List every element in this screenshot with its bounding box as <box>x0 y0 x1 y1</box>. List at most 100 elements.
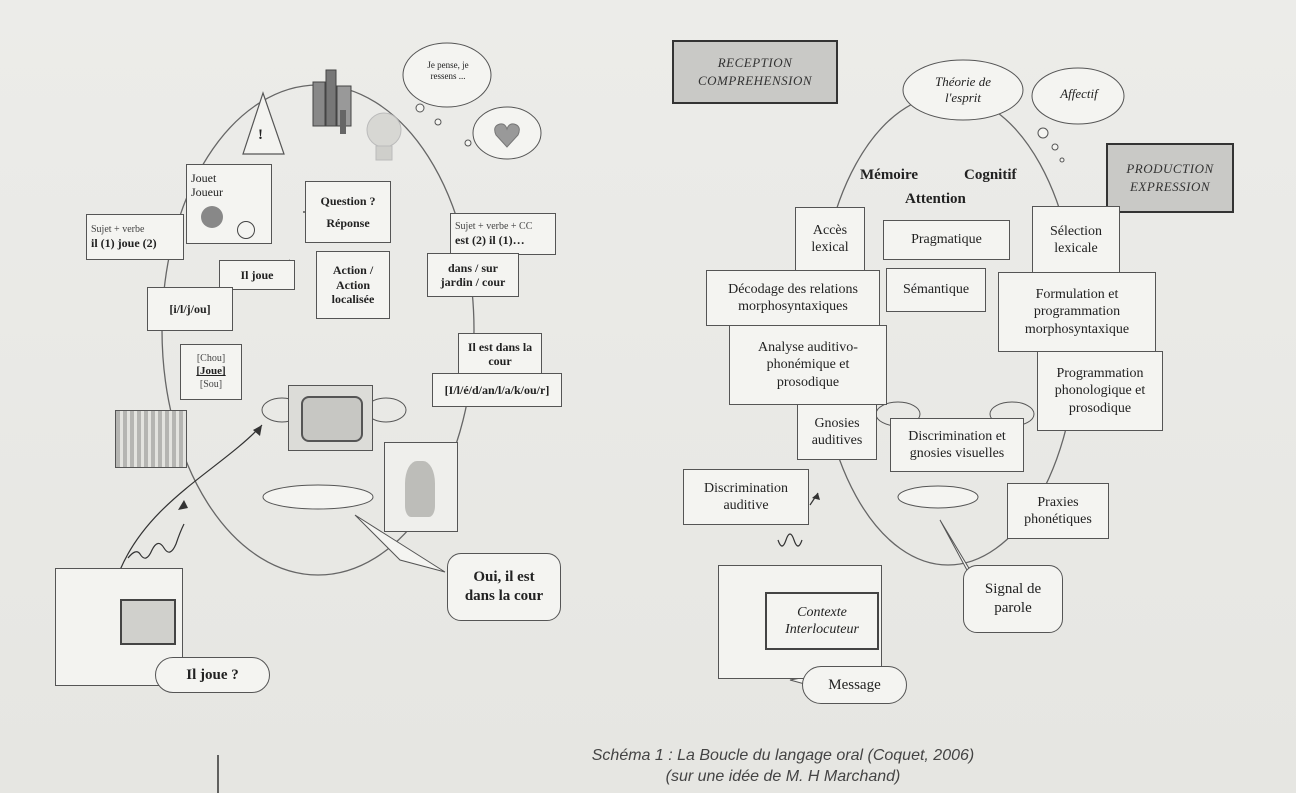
message-bubble-text: Message <box>828 676 881 693</box>
theory-cloud-icon <box>902 59 1024 121</box>
discrimination-visuelles-box: Discrimination et gnosies visuelles <box>890 418 1024 472</box>
production-label: PRODUCTION EXPRESSION <box>1126 161 1214 194</box>
phonemes-label: [i/l/j/ou] <box>169 301 211 316</box>
thought-cloud-icon <box>402 42 492 126</box>
decodage-box: Décodage des relations morphosyntaxiques <box>706 270 880 326</box>
sound-wave-left <box>127 523 185 559</box>
syllables-box: [Chou] [Joue] [Sou] <box>180 344 242 400</box>
affectif-cloud-text: Affectif <box>1060 86 1098 101</box>
phonemes2-box: [I/l/é/d/an/l/a/k/ou/r] <box>432 373 562 407</box>
analyse-box: Analyse auditivo-phonémique et prosodiqu… <box>729 325 887 405</box>
jouet-box: Jouet Joueur <box>186 164 272 244</box>
jardin-cour-label: jardin / cour <box>440 275 506 289</box>
question-label: Question ? <box>320 193 376 208</box>
ball-icon <box>201 206 223 228</box>
signal-bubble: Signal de parole <box>963 565 1063 633</box>
alert-mark: ! <box>258 127 263 143</box>
scv-cc-box: Sujet + verbe + CC est (2) il (1)… <box>450 213 556 255</box>
gnosies-auditives-label: Gnosies auditives <box>811 415 863 449</box>
discrimination-visuelles-label: Discrimination et gnosies visuelles <box>908 428 1006 462</box>
joue-selected-label: [Joue] <box>196 365 226 378</box>
vocal-tract-icon <box>384 442 458 532</box>
bubble-tail-answer <box>354 514 446 573</box>
memoire-label: Mémoire <box>860 167 919 183</box>
phonemes2-label: [I/l/é/d/an/l/a/k/ou/r] <box>444 382 550 397</box>
programmation-label: Programmation phonologique et prosodique <box>1054 365 1146 416</box>
praxies-label: Praxies phonétiques <box>1024 494 1092 528</box>
action-label-3: localisée <box>331 292 375 307</box>
question-bubble: Il joue ? <box>155 657 270 693</box>
eye-ellipse-right <box>897 485 979 509</box>
chou-label: [Chou] <box>196 353 226 365</box>
contexte-label: Contexte <box>797 604 847 620</box>
mouth-picture-icon <box>288 385 373 451</box>
message-bubble: Message <box>802 666 907 704</box>
decodage-label: Décodage des relations morphosyntaxiques <box>728 281 858 315</box>
answer-bubble-text: Oui, il est dans la cour <box>464 568 544 605</box>
heart-cloud-icon <box>464 106 542 160</box>
eye-ellipse-left <box>262 484 374 510</box>
attention-label: Attention <box>905 191 966 207</box>
sound-wave-right <box>777 533 803 547</box>
action-label-2: Action <box>336 277 370 292</box>
est-il-label: est (2) il (1)… <box>455 232 525 247</box>
child-picture-frame <box>55 568 183 686</box>
sou-label: [Sou] <box>199 378 223 390</box>
il-joue-box-label: Il joue <box>240 267 274 282</box>
question-bubble-text: Il joue ? <box>186 666 239 683</box>
scv-cc-label: Sujet + verbe + CC <box>455 220 533 232</box>
city-icon <box>312 69 352 134</box>
programmation-box: Programmation phonologique et prosodique <box>1037 351 1163 431</box>
il-joue-box: Il joue <box>219 260 295 290</box>
phonemes-box: [i/l/j/ou] <box>147 287 233 331</box>
il-est-label-1: Il est dans la <box>467 339 533 354</box>
discrimination-auditive-box: Discrimination auditive <box>683 469 809 525</box>
lightbulb-icon <box>366 112 402 161</box>
acces-lexical-label: Accès lexical <box>811 222 849 256</box>
thought-cloud-text: Je pense, je ressens ... <box>427 60 469 82</box>
affect-cloud-icon <box>1031 67 1125 163</box>
selection-lexicale-label: Sélection lexicale <box>1049 223 1103 257</box>
formulation-box: Formulation et programmation morphosynta… <box>998 272 1156 352</box>
il-est-box: Il est dans la cour <box>458 333 542 375</box>
cognitif-label: Cognitif <box>964 167 1017 183</box>
spectrogram-icon <box>115 410 187 468</box>
warning-triangle-icon <box>242 91 285 155</box>
reception-label-box: RECEPTION COMPREHENSION <box>672 40 838 104</box>
theorie-cloud-text: Théorie de l'esprit <box>935 74 991 106</box>
question-box: Question ? Réponse <box>305 181 391 243</box>
answer-bubble: Oui, il est dans la cour <box>447 553 561 621</box>
contexte-box: Contexte Interlocuteur <box>765 592 879 650</box>
semantique-label: Sémantique <box>902 282 970 298</box>
pragmatique-label: Pragmatique <box>911 232 982 248</box>
analyse-label: Analyse auditivo-phonémique et prosodiqu… <box>758 339 858 390</box>
sujet-verbe-box: Sujet + verbe il (1) joue (2) <box>86 214 184 260</box>
reponse-label: Réponse <box>326 216 370 230</box>
caption-line-1: Schéma 1 : La Boucle du langage oral (Co… <box>591 747 975 764</box>
action-label-1: Action / <box>332 263 374 278</box>
gnosies-auditives-box: Gnosies auditives <box>797 404 877 460</box>
dans-sur-label: dans / sur <box>447 260 499 275</box>
il-joue-label: il (1) joue (2) <box>91 235 157 250</box>
production-label-box: PRODUCTION EXPRESSION <box>1106 143 1234 213</box>
semantique-box: Sémantique <box>886 268 986 312</box>
acces-lexical-box: Accès lexical <box>795 207 865 271</box>
sujet-verbe-label: Sujet + verbe <box>91 223 145 235</box>
caption-line-2: (sur une idée de M. H Marchand) <box>665 767 901 785</box>
jouet-label: Jouet <box>191 171 217 185</box>
child-drawing-icon <box>120 599 176 645</box>
interlocuteur-label: Interlocuteur <box>785 622 859 637</box>
clock-icon <box>237 221 255 239</box>
action-box: Action / Action localisée <box>316 251 390 319</box>
formulation-label: Formulation et programmation morphosynta… <box>1024 286 1130 337</box>
praxies-box: Praxies phonétiques <box>1007 483 1109 539</box>
discrimination-auditive-label: Discrimination auditive <box>704 480 788 514</box>
pragmatique-box: Pragmatique <box>883 220 1010 260</box>
signal-bubble-text: Signal de parole <box>984 580 1042 617</box>
joueur-label: Joueur <box>191 185 223 200</box>
arrow-to-mouth <box>119 424 263 571</box>
il-est-label-2: cour <box>488 354 512 368</box>
figure-caption: Schéma 1 : La Boucle du langage oral (Co… <box>478 746 1088 788</box>
